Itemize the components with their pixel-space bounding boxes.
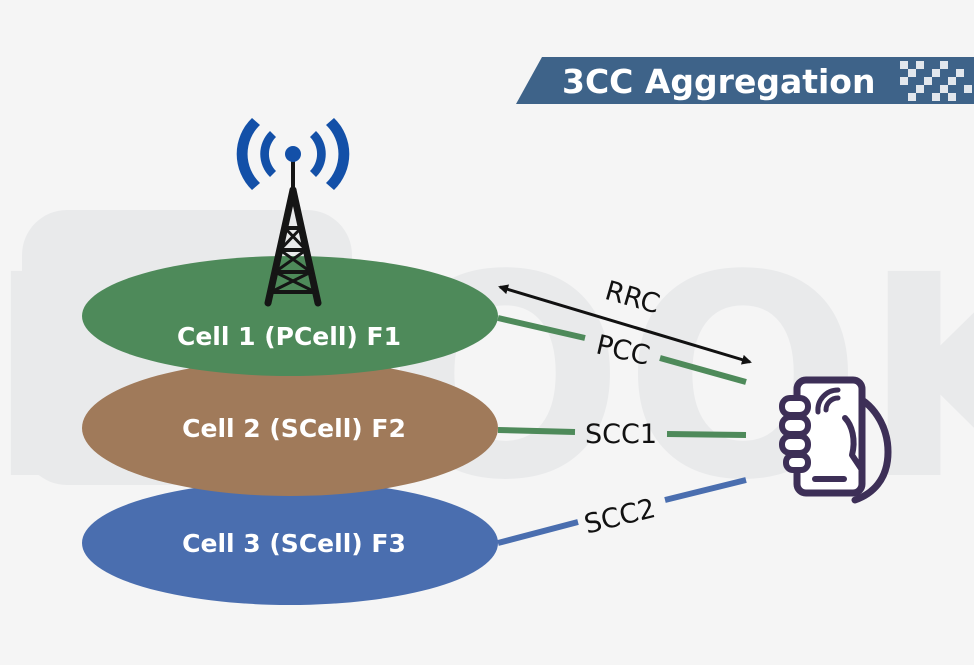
title-banner: 3CC Aggregation bbox=[516, 57, 974, 104]
scc2-line-right bbox=[664, 477, 747, 503]
scc1-label: SCC1 bbox=[585, 419, 657, 450]
scc1-link: SCC1 bbox=[497, 419, 747, 450]
pcc-line-right bbox=[659, 355, 747, 385]
cell-1: Cell 1 (PCell) F1 bbox=[82, 256, 498, 376]
scc1-line-right bbox=[666, 431, 747, 438]
title-banner-shape bbox=[516, 57, 974, 104]
diagram-title: 3CC Aggregation bbox=[562, 62, 875, 101]
cell-3-coverage bbox=[82, 481, 498, 605]
cell-2-coverage bbox=[82, 360, 498, 496]
scc1-line-left bbox=[497, 427, 576, 435]
scc2-line-left bbox=[497, 519, 579, 546]
cell-2: Cell 2 (SCell) F2 bbox=[82, 360, 498, 496]
cell-3: Cell 3 (SCell) F3 bbox=[82, 481, 498, 605]
cell-2-label: Cell 2 (SCell) F2 bbox=[182, 414, 406, 443]
cell-1-label: Cell 1 (PCell) F1 bbox=[177, 322, 401, 351]
smartphone-hand-icon bbox=[779, 376, 892, 504]
rrc-arrow bbox=[498, 284, 752, 365]
antenna-tower-icon bbox=[264, 153, 322, 307]
cell-1-coverage bbox=[82, 256, 498, 376]
signal-waves-icon bbox=[236, 118, 350, 190]
pcc-line-left bbox=[497, 315, 586, 341]
pixel-pattern-icon bbox=[900, 61, 972, 101]
cell-3-label: Cell 3 (SCell) F3 bbox=[182, 529, 406, 558]
